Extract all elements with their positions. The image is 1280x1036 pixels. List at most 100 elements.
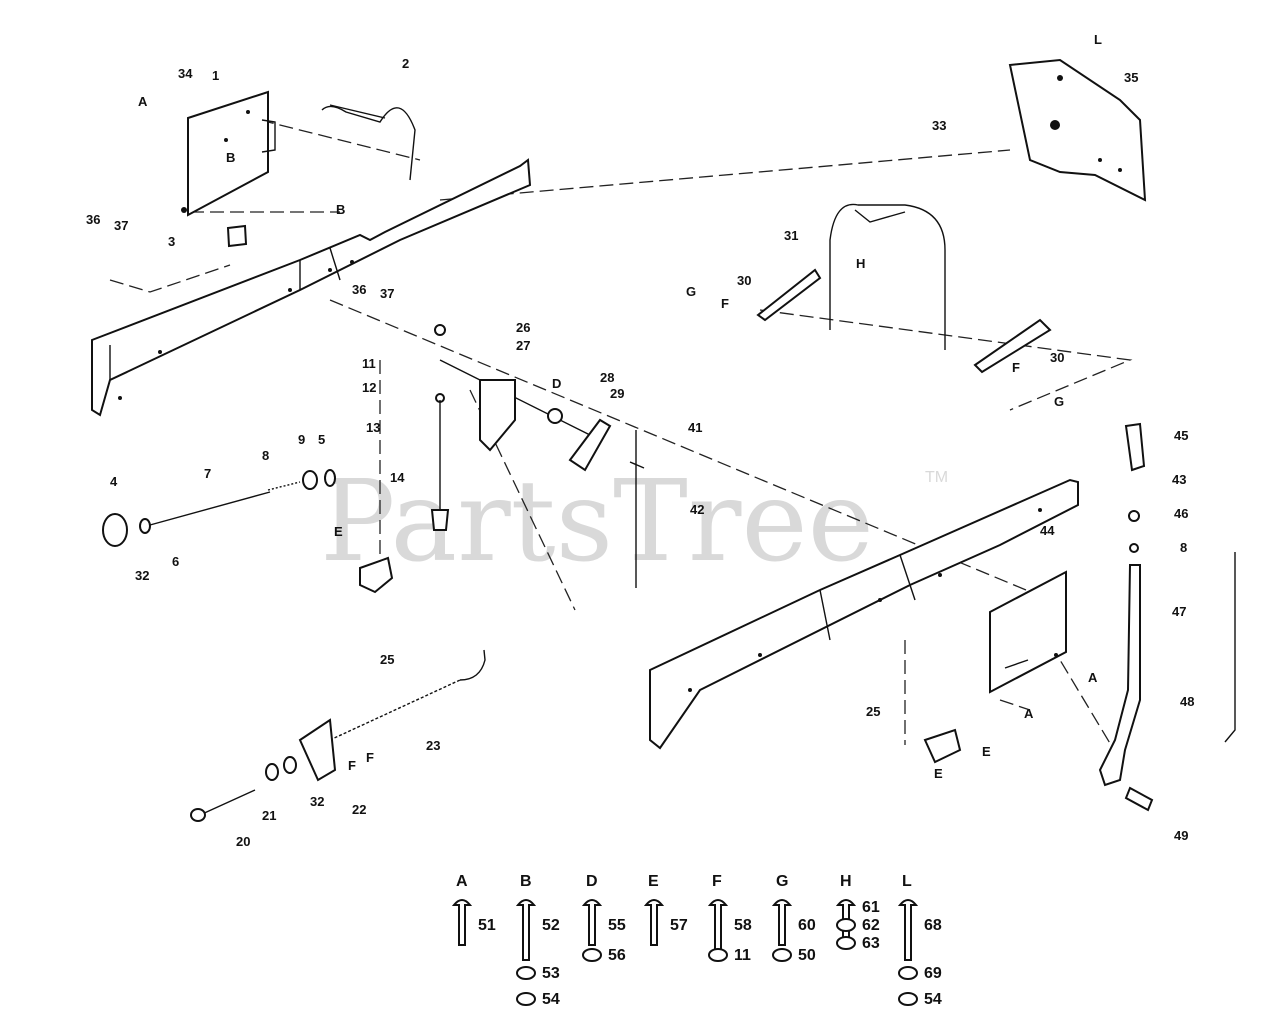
hardware-part-L-54: 54	[924, 991, 942, 1008]
part-45-grip	[1124, 422, 1146, 472]
hardware-part-G-60: 60	[798, 917, 816, 934]
hardware-key-letter-F: F	[712, 873, 722, 890]
ref-E-3: E	[934, 766, 943, 781]
hardware-nut-icon-B-54	[516, 992, 536, 1006]
hardware-part-F-11: 11	[734, 947, 751, 964]
ref-F-4: F	[366, 750, 374, 765]
callout-14: 14	[390, 470, 405, 485]
part-20-bolt	[199, 789, 256, 816]
ref-H-1: H	[856, 256, 865, 271]
part-spring-assembly-left	[102, 469, 336, 547]
ref-B-2: B	[336, 202, 345, 217]
watermark-trademark: TM	[925, 469, 948, 486]
callout-43: 43	[1172, 472, 1186, 487]
ref-B-1: B	[226, 150, 235, 165]
part-block	[226, 224, 248, 248]
hardware-nut-icon-L-54	[898, 992, 918, 1006]
callout-37-center: 37	[380, 286, 394, 301]
callout-46: 46	[1174, 506, 1188, 521]
callout-36-center: 36	[352, 282, 366, 297]
hardware-bolt-icon-L	[897, 899, 919, 961]
callout-45: 45	[1174, 428, 1188, 443]
part-frame-rail-left	[91, 158, 532, 417]
part-frame-rail-right	[649, 478, 1079, 750]
hardware-nut-icon-D-56	[582, 948, 602, 962]
callout-12: 12	[362, 380, 376, 395]
callout-20: 20	[236, 834, 250, 849]
hardware-nut-icon-G-50	[772, 948, 792, 962]
hardware-part-H-63: 63	[862, 935, 880, 952]
hardware-part-E-57: 57	[670, 917, 688, 934]
hardware-nut-icon-F-11	[708, 948, 728, 962]
callout-11: 11	[362, 356, 376, 371]
part-49-pin	[1124, 786, 1154, 812]
ref-A-3: A	[1024, 706, 1034, 721]
ref-G-1: G	[686, 284, 696, 299]
callout-25-right: 25	[866, 704, 880, 719]
hardware-part-B-54: 54	[542, 991, 560, 1008]
hardware-key-letter-H: H	[840, 873, 852, 890]
hardware-part-F-58: 58	[734, 917, 752, 934]
hardware-part-D-55: 55	[608, 917, 626, 934]
callout-8: 8	[262, 448, 269, 463]
hardware-nut-icon-L-69	[898, 966, 918, 980]
callout-34: 34	[178, 66, 193, 81]
callout-8b: 8	[1180, 540, 1187, 555]
hardware-key: A51B525354D5556E57F5811G6050H616263L6869…	[451, 873, 942, 1008]
part-29-lever	[568, 418, 612, 472]
hardware-ref-letters: A B B D E E E F F F F G G H L A A	[138, 32, 1102, 781]
part-28-bushing	[547, 408, 563, 424]
hardware-part-H-61: 61	[862, 899, 880, 916]
callout-22: 22	[352, 802, 366, 817]
hardware-bolt-icon-A	[451, 899, 473, 946]
callout-3: 3	[168, 234, 175, 249]
part-shaft-lower	[973, 318, 1052, 374]
ref-F-3: F	[348, 758, 356, 773]
hardware-part-B-52: 52	[542, 917, 560, 934]
hardware-key-letter-D: D	[586, 873, 598, 890]
hardware-key-letter-G: G	[776, 873, 788, 890]
callout-1: 1	[212, 68, 219, 83]
hardware-part-L-68: 68	[924, 917, 942, 934]
callout-26: 26	[516, 320, 530, 335]
callout-5: 5	[318, 432, 325, 447]
callout-42: 42	[690, 502, 704, 517]
callout-28: 28	[600, 370, 614, 385]
hardware-part-G-50: 50	[798, 947, 816, 964]
part-wire-bracket	[321, 104, 416, 181]
callout-27: 27	[516, 338, 530, 353]
hardware-nut-icon-H-63	[836, 936, 856, 950]
callout-23: 23	[426, 738, 440, 753]
callout-9: 9	[298, 432, 305, 447]
part-center-bracket	[479, 379, 516, 452]
part-48-rod	[1224, 552, 1236, 743]
callout-21: 21	[262, 808, 276, 823]
part-plate-left	[181, 90, 276, 217]
watermark-text: PartsTree	[320, 457, 874, 587]
ref-A-1: A	[138, 94, 148, 109]
hardware-bolt-icon-E	[643, 899, 665, 946]
callout-13: 13	[366, 420, 380, 435]
hardware-bolt-icon-G	[771, 899, 793, 946]
ref-E-2: E	[982, 744, 991, 759]
ref-F-1: F	[721, 296, 729, 311]
part-shaft-center	[439, 359, 601, 441]
part-23-spring	[329, 649, 486, 741]
callout-44: 44	[1040, 523, 1055, 538]
ref-F-2: F	[1012, 360, 1020, 375]
callout-41: 41	[688, 420, 702, 435]
callout-25-left: 25	[380, 652, 394, 667]
callout-29: 29	[610, 386, 624, 401]
part-25-bracket-left	[359, 556, 394, 594]
hardware-bolt-icon-B	[515, 899, 537, 961]
callout-49: 49	[1174, 828, 1188, 843]
callout-2: 2	[402, 56, 409, 71]
callout-48: 48	[1180, 694, 1194, 709]
hardware-part-L-69: 69	[924, 965, 942, 982]
part-plate-right	[989, 570, 1067, 694]
callout-36-left: 36	[86, 212, 100, 227]
hardware-key-letter-L: L	[902, 873, 912, 890]
hardware-bolt-icon-D	[581, 899, 603, 946]
part-hoop	[829, 203, 946, 350]
